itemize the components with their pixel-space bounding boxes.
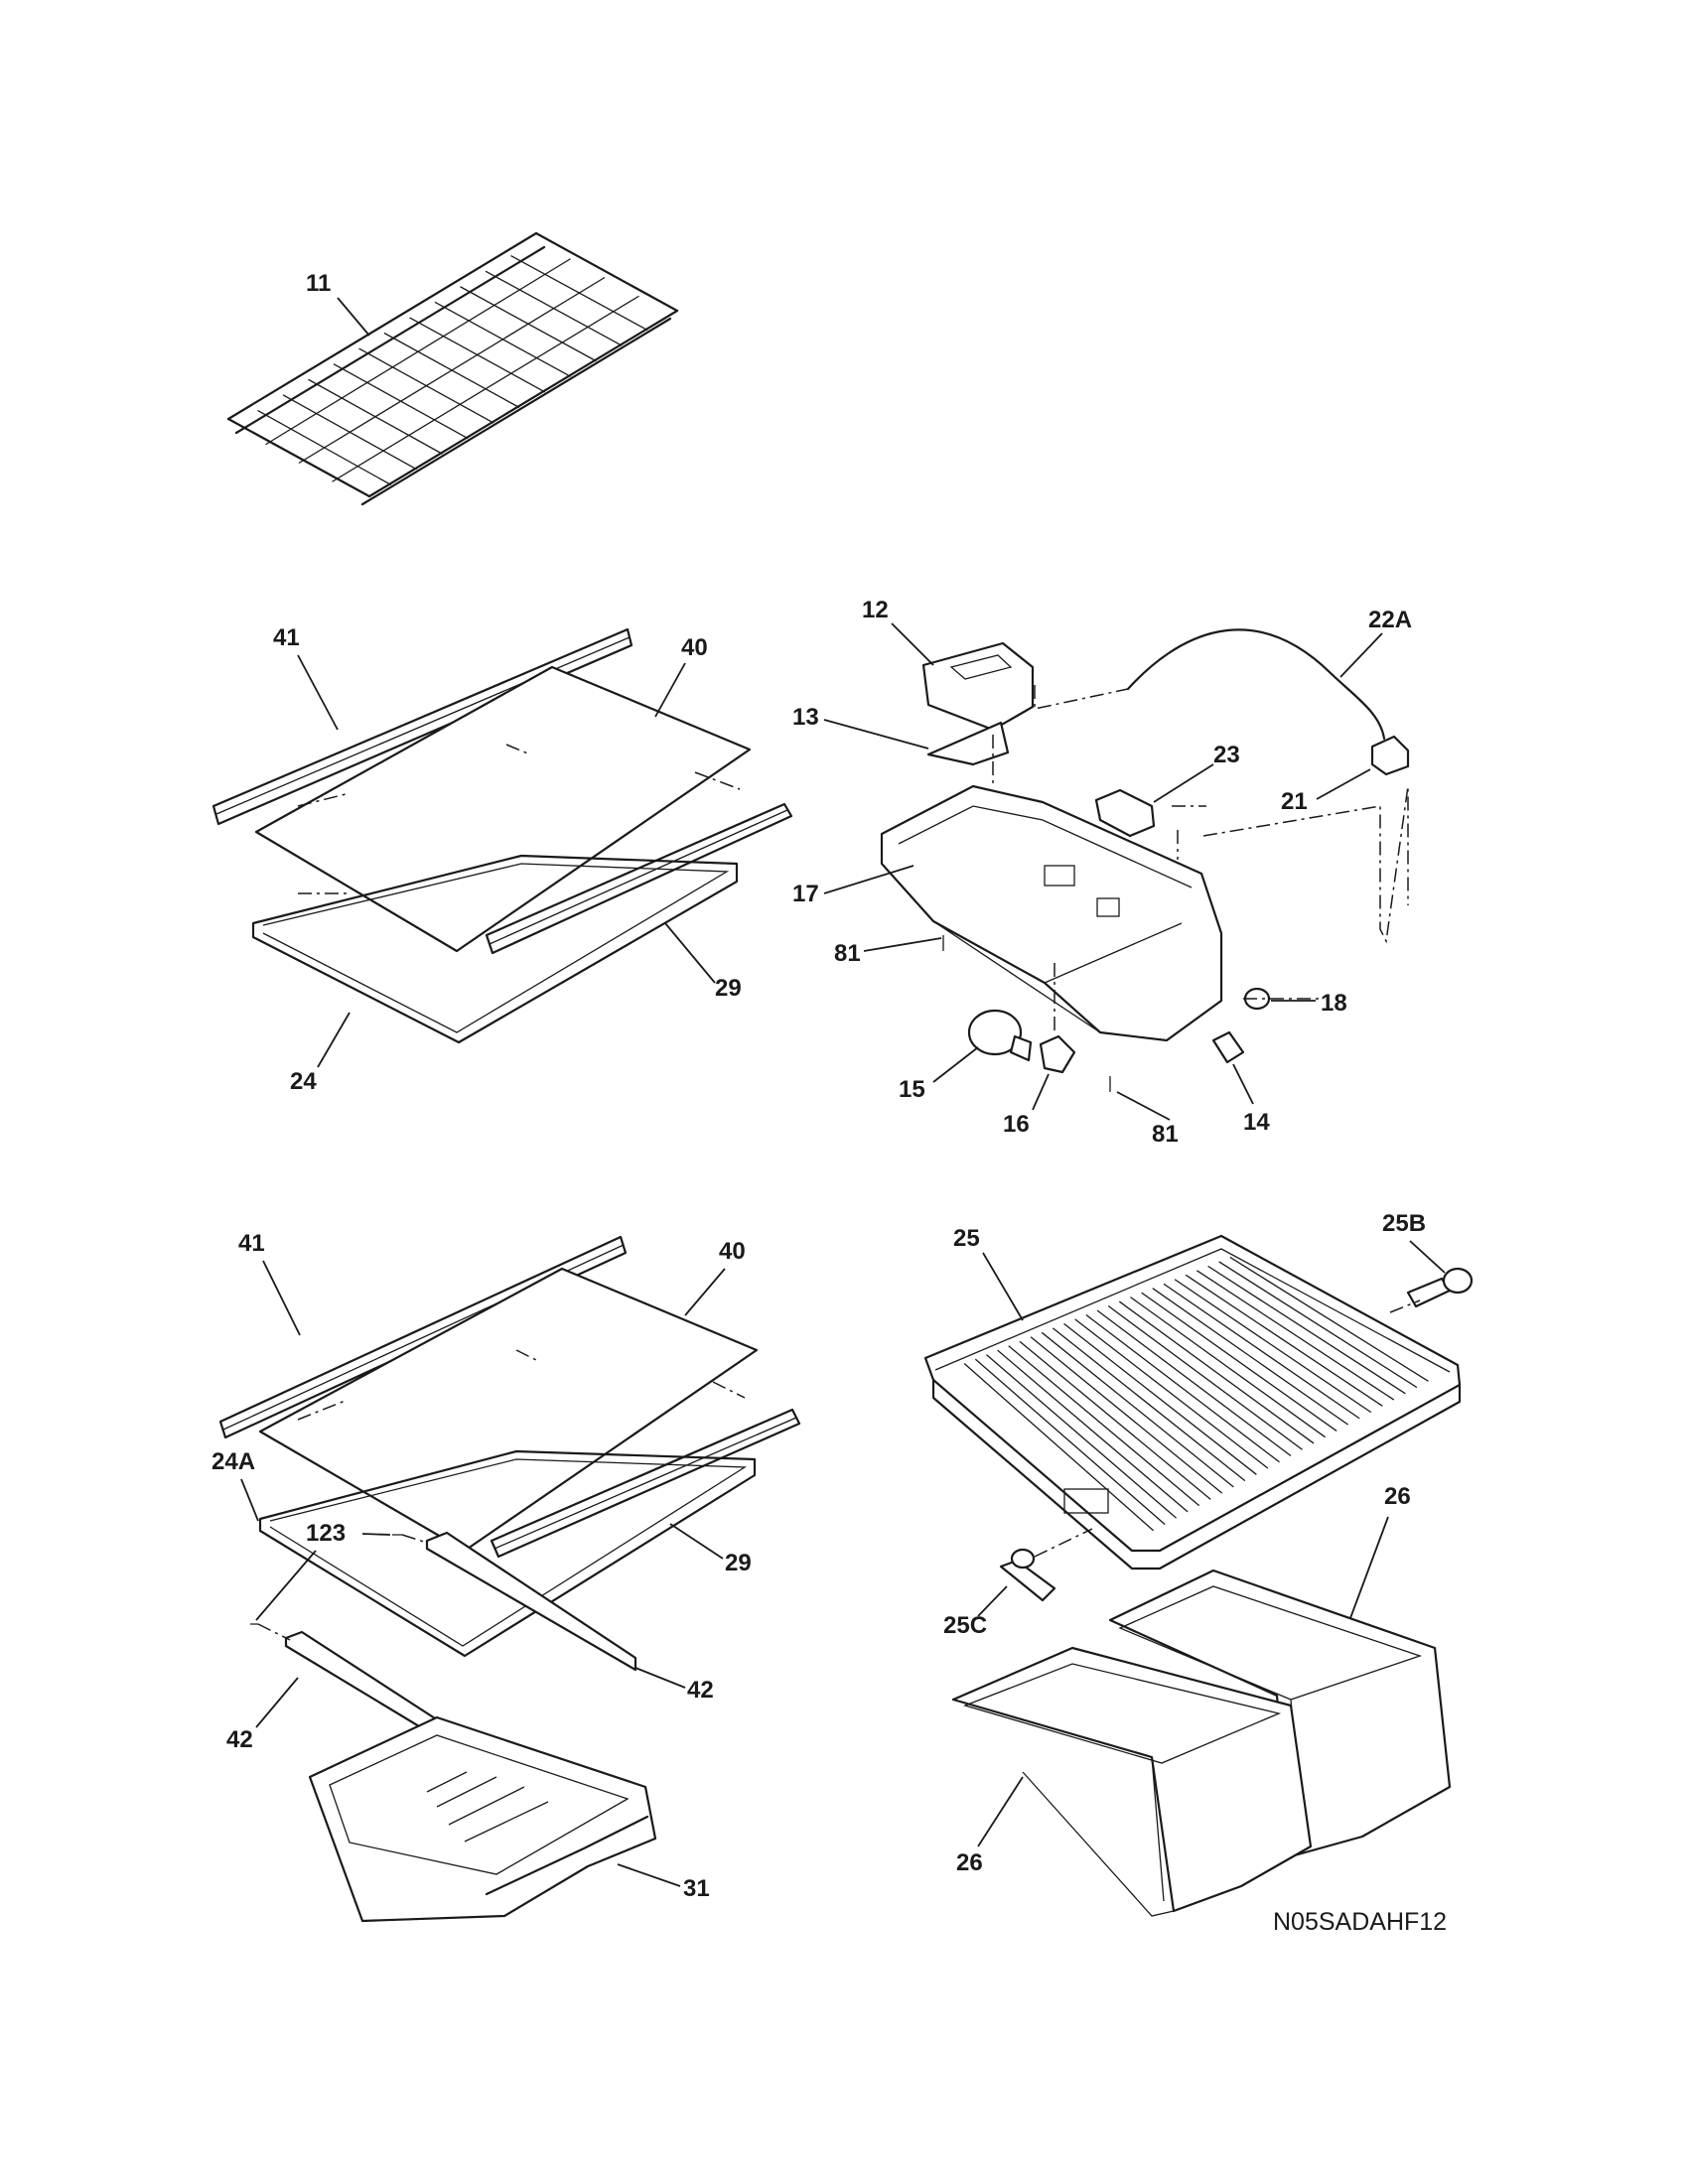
light-housing-assembly <box>880 628 1410 1092</box>
lower-shelf-and-pan-assembly <box>218 1235 801 1923</box>
callout-29-upper: 29 <box>715 975 742 1002</box>
callout-42-right: 42 <box>687 1677 714 1704</box>
callout-26-right: 26 <box>1384 1483 1411 1510</box>
callout-26-left: 26 <box>956 1849 983 1876</box>
callout-31: 31 <box>683 1875 710 1902</box>
callout-41-lower: 41 <box>238 1230 265 1257</box>
callout-81-left: 81 <box>834 940 861 967</box>
callout-12: 12 <box>862 597 889 623</box>
callout-22A: 22A <box>1368 607 1412 633</box>
callout-40-upper: 40 <box>681 634 708 661</box>
callout-42-left: 42 <box>226 1726 253 1753</box>
wire-shelf-part-11 <box>226 231 679 506</box>
callout-123: 123 <box>306 1520 346 1547</box>
callout-15: 15 <box>899 1076 925 1103</box>
callout-16: 16 <box>1003 1111 1030 1138</box>
callout-24: 24 <box>290 1068 317 1095</box>
callout-25: 25 <box>953 1225 980 1252</box>
callout-24A: 24A <box>211 1448 255 1475</box>
callout-25C: 25C <box>943 1612 987 1639</box>
upper-shelf-assembly <box>211 627 793 1044</box>
callout-81-right: 81 <box>1152 1121 1179 1148</box>
callout-23: 23 <box>1213 742 1240 768</box>
callout-11: 11 <box>306 270 331 297</box>
crisper-cover-and-drawers <box>923 1234 1474 1917</box>
callout-41-upper: 41 <box>273 624 300 651</box>
callout-29-lower: 29 <box>725 1550 752 1576</box>
callout-18: 18 <box>1321 990 1347 1017</box>
callout-25B: 25B <box>1382 1210 1426 1237</box>
callout-13: 13 <box>792 704 819 731</box>
callout-40-lower: 40 <box>719 1238 746 1265</box>
diagram-code: N05SADAHF12 <box>1273 1908 1447 1936</box>
callout-14: 14 <box>1243 1109 1270 1136</box>
callout-17: 17 <box>792 881 819 907</box>
callout-21: 21 <box>1281 788 1308 815</box>
